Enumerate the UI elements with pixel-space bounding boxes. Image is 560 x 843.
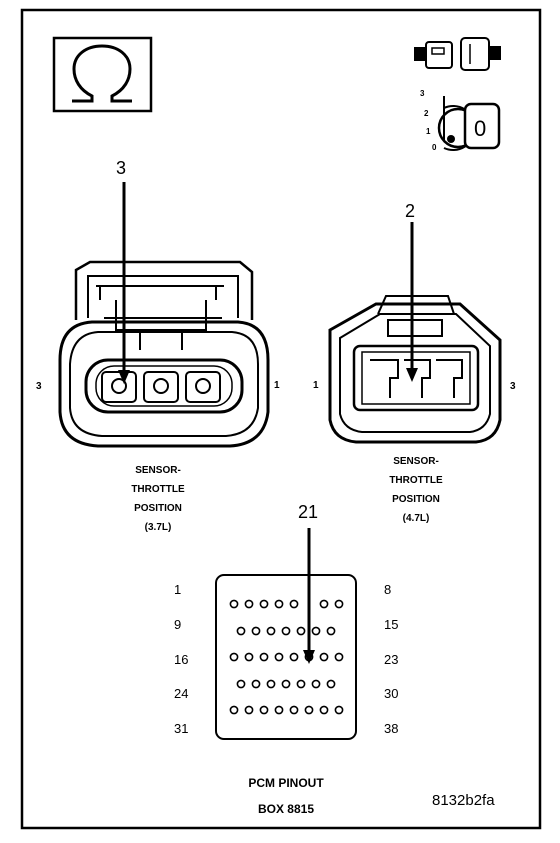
pcm-pin-cavity (326, 626, 336, 636)
pcm-pin-cavity (281, 679, 291, 689)
pcm-pin-cavity (251, 626, 261, 636)
caption-line: (4.7L) (402, 513, 430, 524)
pcm-pin-cavity (326, 679, 336, 689)
pcm-row-start-5: 31 (174, 721, 189, 736)
pcm-pin-cavity (274, 705, 284, 715)
pcm-pin-cavity (229, 599, 239, 609)
connector-disconnect-icon (414, 37, 501, 71)
pcm-pin-cavity (236, 626, 246, 636)
ignition-position-1: 1 (426, 127, 431, 136)
pcm-pin-cavity (236, 679, 246, 689)
pcm-row-end-1: 8 (384, 582, 392, 597)
caption-line: (3.7L) (144, 522, 172, 533)
ignition-position-3: 3 (420, 89, 425, 98)
pcm-row-end-4: 30 (384, 686, 399, 701)
pcm-pin-cavity (244, 599, 254, 609)
caption-line: THROTTLE (131, 484, 185, 495)
pcm-pin-cavity (274, 652, 284, 662)
caption-line: SENSOR- (393, 456, 439, 467)
sensor-37-callout: 3 (116, 158, 127, 178)
pcm-pin-cavity (244, 652, 254, 662)
pcm-pin-cavity (296, 679, 306, 689)
pcm-pin-cavity (259, 599, 269, 609)
outer-frame (20, 8, 542, 830)
ohm-icon (52, 36, 153, 113)
pcm-pin-cavity (319, 599, 329, 609)
sensor-47-right-pin: 3 (510, 381, 516, 392)
pcm-pin-cavity (281, 626, 291, 636)
sensor-37-caption: SENSOR- THROTTLE POSITION (3.7L) (88, 461, 228, 537)
pcm-row-end-2: 15 (384, 617, 399, 632)
pcm-row-end-3: 23 (384, 652, 399, 667)
ignition-key-icon: 0 (437, 96, 501, 151)
sensor-47-connector (328, 222, 502, 444)
caption-line: THROTTLE (389, 475, 443, 486)
pcm-pin-cavity (289, 705, 299, 715)
pcm-pinout-box (215, 528, 357, 740)
pcm-pin-cavity (311, 626, 321, 636)
pcm-pin-cavity (296, 626, 306, 636)
pcm-pin-cavity (319, 652, 329, 662)
pcm-pin-cavity (334, 705, 344, 715)
pcm-title-line: PCM PINOUT (248, 776, 324, 790)
pcm-pin-cavity (304, 705, 314, 715)
pcm-pin-cavity (289, 599, 299, 609)
pcm-row-start-3: 16 (174, 652, 189, 667)
pcm-pin-cavity (334, 652, 344, 662)
sensor-37-right-pin: 1 (274, 380, 280, 391)
pcm-row-start-2: 9 (174, 617, 182, 632)
pcm-pin-cavity (311, 679, 321, 689)
pcm-pin-cavity (266, 626, 276, 636)
pcm-pin-cavity (251, 679, 261, 689)
pcm-row-end-5: 38 (384, 721, 399, 736)
sensor-47-callout: 2 (405, 201, 416, 221)
pcm-pin-cavity (229, 705, 239, 715)
pcm-pin-cavity (259, 652, 269, 662)
pcm-pin-cavity (259, 705, 269, 715)
sensor-37-left-pin: 3 (36, 381, 42, 392)
pcm-title: PCM PINOUT BOX 8815 (216, 770, 356, 822)
sensor-37-connector (58, 182, 270, 448)
caption-line: POSITION (392, 494, 440, 505)
pcm-pin-cavity (334, 599, 344, 609)
pcm-callout: 21 (298, 502, 319, 522)
pcm-row-start-1: 1 (174, 582, 182, 597)
ignition-position-0: 0 (432, 143, 437, 152)
caption-line: SENSOR- (135, 465, 181, 476)
key-position-label: 0 (474, 116, 486, 141)
pcm-pin-cavity (274, 599, 284, 609)
pcm-row-start-4: 24 (174, 686, 189, 701)
pcm-pin-cavity (229, 652, 239, 662)
pcm-pin-cavity (244, 705, 254, 715)
caption-line: POSITION (134, 503, 182, 514)
figure-id: 8132b2fa (432, 792, 495, 809)
pcm-pin-cavity (319, 705, 329, 715)
pcm-pin-cavity (266, 679, 276, 689)
pcm-pin-cavity (289, 652, 299, 662)
sensor-47-caption: SENSOR- THROTTLE POSITION (4.7L) (346, 452, 486, 528)
ignition-position-2: 2 (424, 109, 429, 118)
pcm-title-line: BOX 8815 (257, 802, 315, 816)
sensor-47-left-pin: 1 (313, 380, 319, 391)
